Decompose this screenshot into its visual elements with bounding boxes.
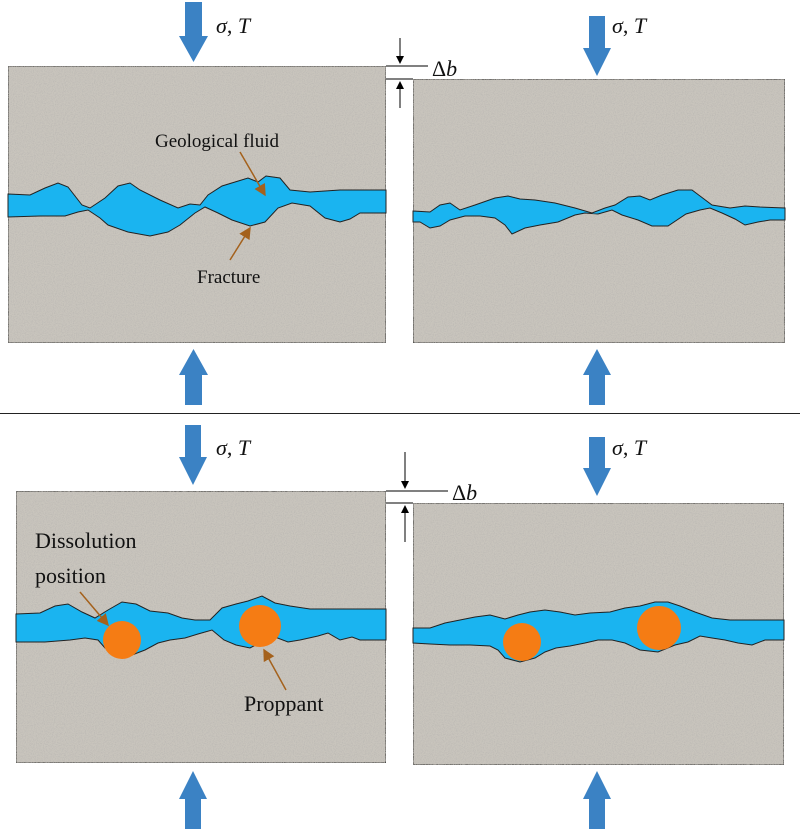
fracture-fluid-top-right xyxy=(412,189,786,235)
fracture-fluid-top-left xyxy=(7,175,387,237)
load-arrow-top-right-lower xyxy=(583,349,611,405)
top-panel: σ, T σ, T Δb Geological fluid Fracture xyxy=(7,2,786,405)
proppant-bottom-right-2 xyxy=(637,606,681,650)
load-label-top-left: σ, T xyxy=(216,13,252,38)
dissolution-leader xyxy=(79,591,109,627)
delta-b-indicator-top xyxy=(386,38,428,108)
dissolution-label-line1: Dissolution xyxy=(35,528,136,553)
load-arrow-bottom-left-lower xyxy=(179,771,207,829)
fracture-leader xyxy=(229,226,251,261)
dissolution-label-line2: position xyxy=(35,563,106,588)
fracture-label: Fracture xyxy=(197,267,260,288)
load-arrow-top-right-upper xyxy=(583,16,611,76)
proppant-bottom-left-1 xyxy=(103,621,141,659)
load-arrow-bottom-right-lower xyxy=(583,771,611,829)
load-arrow-top-left-lower xyxy=(179,349,208,405)
delta-b-indicator-bottom xyxy=(386,452,448,542)
geological-fluid-label: Geological fluid xyxy=(155,131,279,152)
load-label-top-right: σ, T xyxy=(612,13,648,38)
load-arrow-bottom-right-upper xyxy=(583,437,611,496)
load-arrow-top-left-upper xyxy=(179,2,208,62)
proppant-bottom-right-1 xyxy=(503,623,541,661)
geological-fluid-leader xyxy=(239,151,266,197)
proppant-leader xyxy=(263,648,287,691)
load-label-bottom-right: σ, T xyxy=(612,435,648,460)
proppant-label: Proppant xyxy=(244,691,323,716)
delta-b-label-top: Δb xyxy=(432,56,457,81)
proppant-bottom-left-2 xyxy=(239,605,281,647)
load-label-bottom-left: σ, T xyxy=(216,435,252,460)
bottom-panel: σ, T σ, T Δb Dissolution position Proppa… xyxy=(15,425,785,829)
load-arrow-bottom-left-upper xyxy=(179,425,207,485)
delta-b-label-bottom: Δb xyxy=(452,480,477,505)
